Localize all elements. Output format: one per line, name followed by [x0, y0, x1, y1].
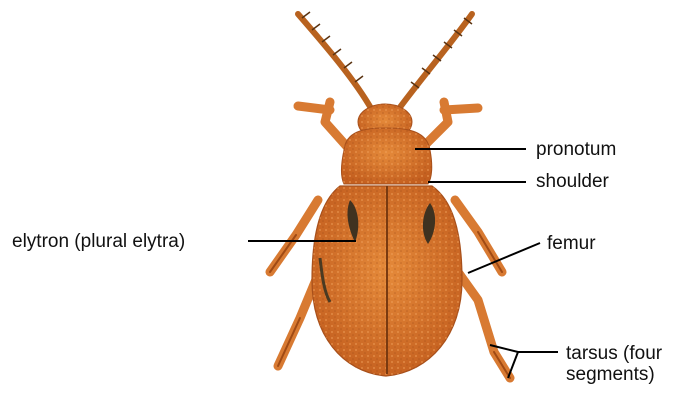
- tarsus-pointer: [490, 345, 558, 352]
- tarsus-label-line2: segments): [566, 364, 662, 385]
- antennae: [298, 14, 472, 110]
- tarsus-label: tarsus (four segments): [566, 343, 662, 386]
- pronotum-label: pronotum: [536, 139, 616, 160]
- shoulder-label: shoulder: [536, 171, 609, 192]
- elytron-label: elytron (plural elytra): [12, 231, 185, 252]
- tarsus-label-line1: tarsus (four: [566, 343, 662, 364]
- femur-label: femur: [547, 233, 596, 254]
